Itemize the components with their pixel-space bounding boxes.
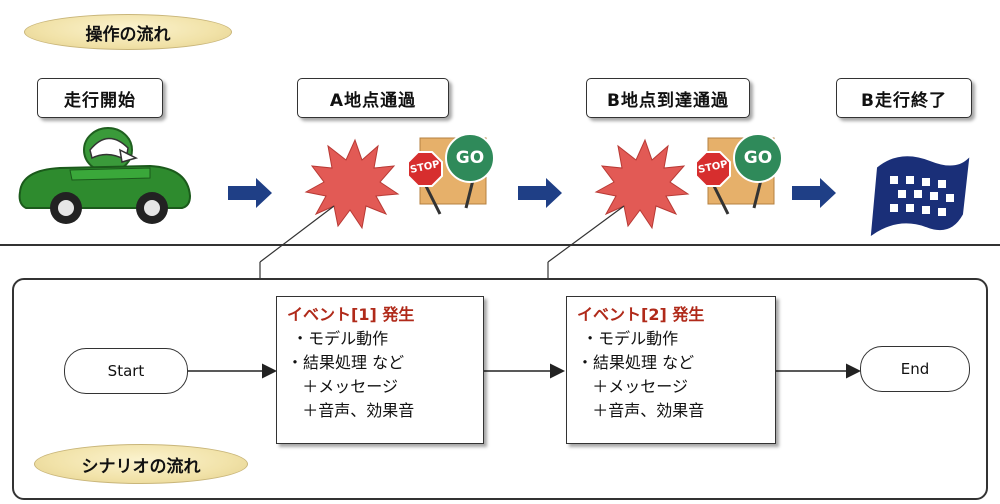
event-2-line: ・結果処理 など xyxy=(577,353,695,372)
end-node: End xyxy=(860,346,970,392)
stop-sign-icon-a xyxy=(407,151,443,187)
stage-start-box: 走行開始 xyxy=(37,78,163,118)
stage-a-pass-box: A地点通過 xyxy=(297,78,449,118)
scenario-flow-label: シナリオの流れ xyxy=(34,444,248,484)
connector-line-b xyxy=(547,205,625,263)
operation-flow-label: 操作の流れ xyxy=(24,14,232,50)
checkered-flag-icon xyxy=(870,156,970,237)
event-1-box: イベント[1] 発生 ・モデル動作 ・結果処理 など ＋メッセージ ＋音声、効果… xyxy=(276,296,484,444)
event-1-line: ＋音声、効果音 xyxy=(287,401,415,420)
burst-icon-b xyxy=(594,138,690,230)
burst-icon-a xyxy=(304,138,400,230)
event-2-title: イベント[2] 発生 xyxy=(577,305,705,324)
event-2-line: ＋メッセージ xyxy=(577,377,688,396)
event-2-line: ＋音声、効果音 xyxy=(577,401,705,420)
event-1-line: ・モデル動作 xyxy=(287,329,389,348)
start-node: Start xyxy=(64,348,188,394)
connector-line-a xyxy=(259,205,335,263)
flow-arrow-icon-1 xyxy=(228,178,272,208)
go-sign-text-b: GO xyxy=(743,148,773,168)
stage-b-arrive-box: B地点到達通過 xyxy=(586,78,750,118)
stop-sign-icon-b xyxy=(695,151,731,187)
flow-arrow-icon-3 xyxy=(792,178,836,208)
go-sign-icon-b xyxy=(733,133,783,183)
go-sign-icon-a xyxy=(445,133,495,183)
event-2-box: イベント[2] 発生 ・モデル動作 ・結果処理 など ＋メッセージ ＋音声、効果… xyxy=(566,296,776,444)
event-1-title: イベント[1] 発生 xyxy=(287,305,415,324)
event-1-line: ・結果処理 など xyxy=(287,353,405,372)
go-sign-text-a: GO xyxy=(455,148,485,168)
event-1-line: ＋メッセージ xyxy=(287,377,398,396)
race-car-icon xyxy=(18,127,192,224)
stage-b-finish-box: B走行終了 xyxy=(836,78,972,118)
flow-arrow-icon-2 xyxy=(518,178,562,208)
event-2-line: ・モデル動作 xyxy=(577,329,679,348)
ground-line xyxy=(0,244,1000,246)
